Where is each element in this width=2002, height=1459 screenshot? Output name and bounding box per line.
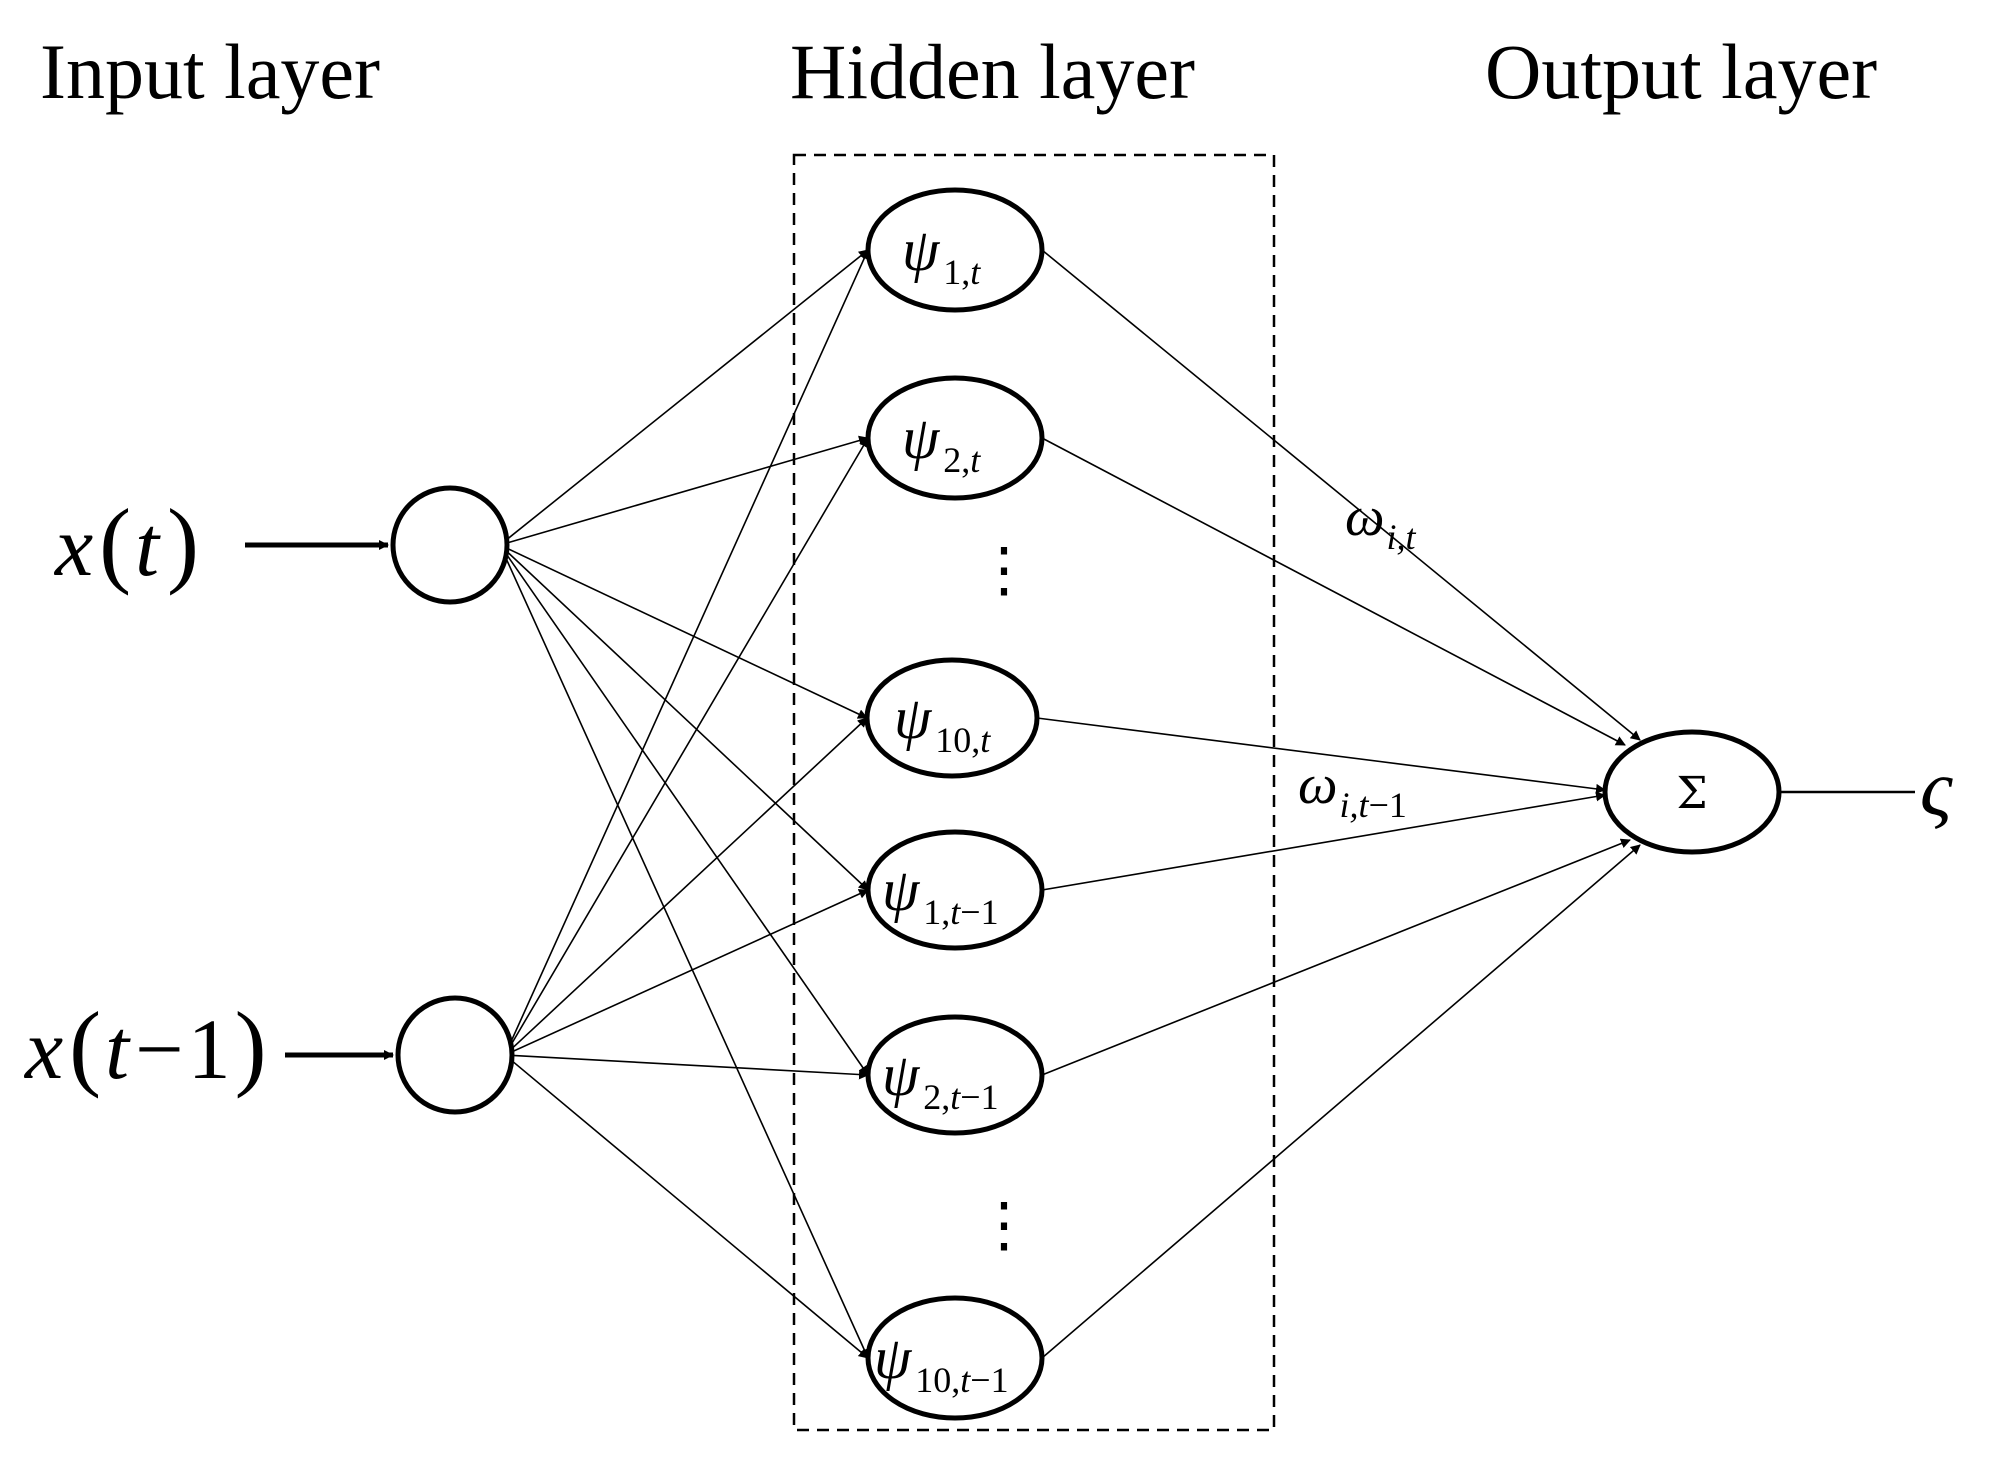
edge-input-2-hidden-4 (504, 889, 869, 1056)
edge-input-2-hidden-3 (504, 717, 868, 1056)
edge-hidden-6-output (1041, 844, 1641, 1359)
hidden-node-6 (865, 1295, 1045, 1421)
connections (499, 249, 1641, 1359)
input-label-xt: x(t) (53, 489, 199, 596)
output-node-sigma: Σ (1676, 768, 1707, 819)
hidden-node-2 (865, 375, 1045, 501)
weight-label-t-1: ωi,t−1 (1298, 754, 1407, 825)
input-layer-title: Input layer (40, 28, 380, 115)
edge-input-1-hidden-3 (499, 544, 868, 719)
hidden-node-3 (864, 657, 1040, 779)
edge-input-2-hidden-1 (504, 249, 869, 1056)
edge-input-2-hidden-2 (504, 437, 869, 1056)
edge-input-1-hidden-1 (499, 249, 869, 546)
edge-input-2-hidden-5 (504, 1054, 869, 1080)
input-node-2 (395, 995, 515, 1115)
edge-hidden-3-output (1036, 717, 1606, 794)
input-node-1 (390, 485, 510, 605)
edge-hidden-5-output (1041, 838, 1631, 1076)
hidden-node-4 (865, 829, 1045, 951)
output-symbol: ς (1920, 745, 1953, 833)
edge-hidden-1-output (1041, 249, 1641, 741)
edge-hidden-2-output (1041, 437, 1626, 746)
output-layer-title: Output layer (1485, 28, 1877, 115)
hidden-node-5 (865, 1014, 1045, 1136)
hidden-layer-title: Hidden layer (790, 28, 1195, 115)
ellipsis-upper: ⋮ (974, 537, 1034, 603)
input-label-xt-1: x(t−1) (23, 992, 267, 1099)
edge-input-1-hidden-6 (499, 544, 869, 1359)
hidden-node-1 (865, 187, 1045, 313)
ellipsis-lower: ⋮ (974, 1192, 1034, 1258)
edge-hidden-4-output (1041, 791, 1606, 891)
weight-label-t: ωi,t (1345, 486, 1417, 557)
edge-input-2-hidden-6 (504, 1054, 869, 1359)
edge-input-1-hidden-5 (499, 544, 869, 1076)
hidden-layer-box (792, 153, 1276, 1432)
edge-input-1-hidden-4 (499, 544, 869, 891)
edge-input-1-hidden-2 (499, 435, 869, 546)
